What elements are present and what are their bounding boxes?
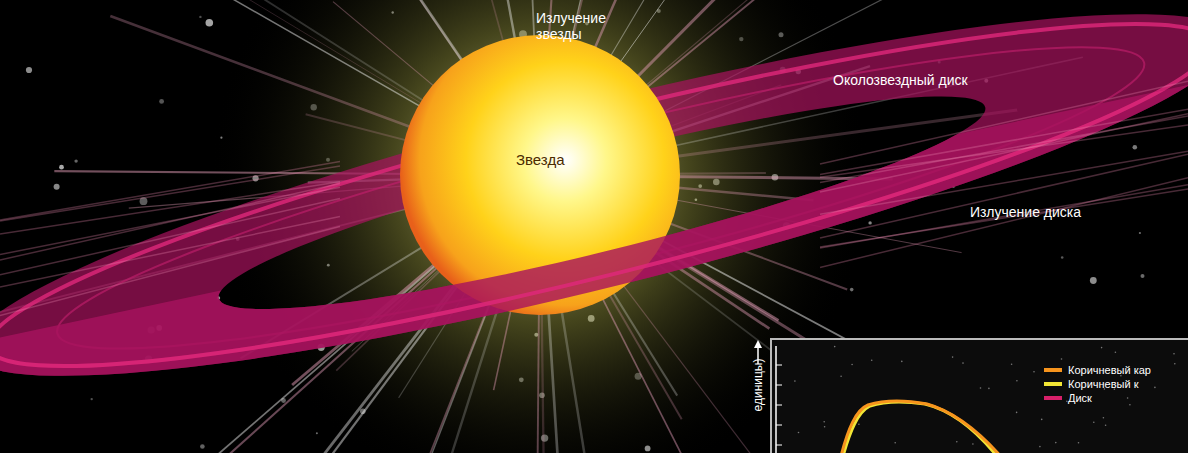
- disk-ray: [0, 162, 340, 221]
- disk-ray: [0, 184, 340, 261]
- disk-ray: [0, 187, 340, 254]
- legend-swatch: [1044, 396, 1062, 400]
- star-ray: [559, 294, 626, 453]
- star-ray: [600, 279, 682, 419]
- star-ray: [660, 186, 814, 200]
- disk-rays: [0, 81, 1188, 315]
- disk-ray: [820, 154, 1188, 238]
- disk-ray: [820, 116, 1188, 182]
- star-ray: [535, 295, 539, 453]
- disk-ray: [0, 182, 340, 234]
- disk-ray: [820, 125, 1188, 177]
- legend-swatch: [1044, 382, 1062, 386]
- disk-ray: [820, 178, 1188, 268]
- star-ray: [603, 277, 677, 396]
- star-ray: [548, 295, 573, 453]
- star-node: Звезда: [516, 151, 565, 169]
- disk-ray: [0, 166, 340, 221]
- disk-label: Околозвездный диск: [833, 72, 968, 88]
- axis-label: единицы): [751, 359, 765, 412]
- disk-ray: [820, 109, 1188, 174]
- disk-ray: [820, 185, 1188, 248]
- star-radiation-label: Излучение звезды: [536, 10, 626, 42]
- legend-swatch: [1044, 368, 1062, 372]
- disk-ray: [0, 199, 340, 275]
- legend-text: Диск: [1068, 391, 1092, 405]
- disk-radiation-label: Излучение диска: [970, 204, 1081, 220]
- star-ray: [110, 16, 427, 133]
- star-ray: [114, 0, 437, 113]
- disk-ray: [820, 114, 1188, 192]
- disk-ray: [0, 217, 340, 288]
- star-ray: [68, 0, 436, 115]
- node-label: Звезда: [516, 151, 565, 169]
- star-ray: [594, 282, 767, 453]
- disk-ray: [0, 226, 340, 315]
- star-ray: [542, 295, 546, 453]
- spectrum-inset: [754, 339, 1188, 453]
- legend-text: Коричневый к: [1068, 377, 1138, 391]
- legend-text: Коричневый кар: [1068, 363, 1151, 377]
